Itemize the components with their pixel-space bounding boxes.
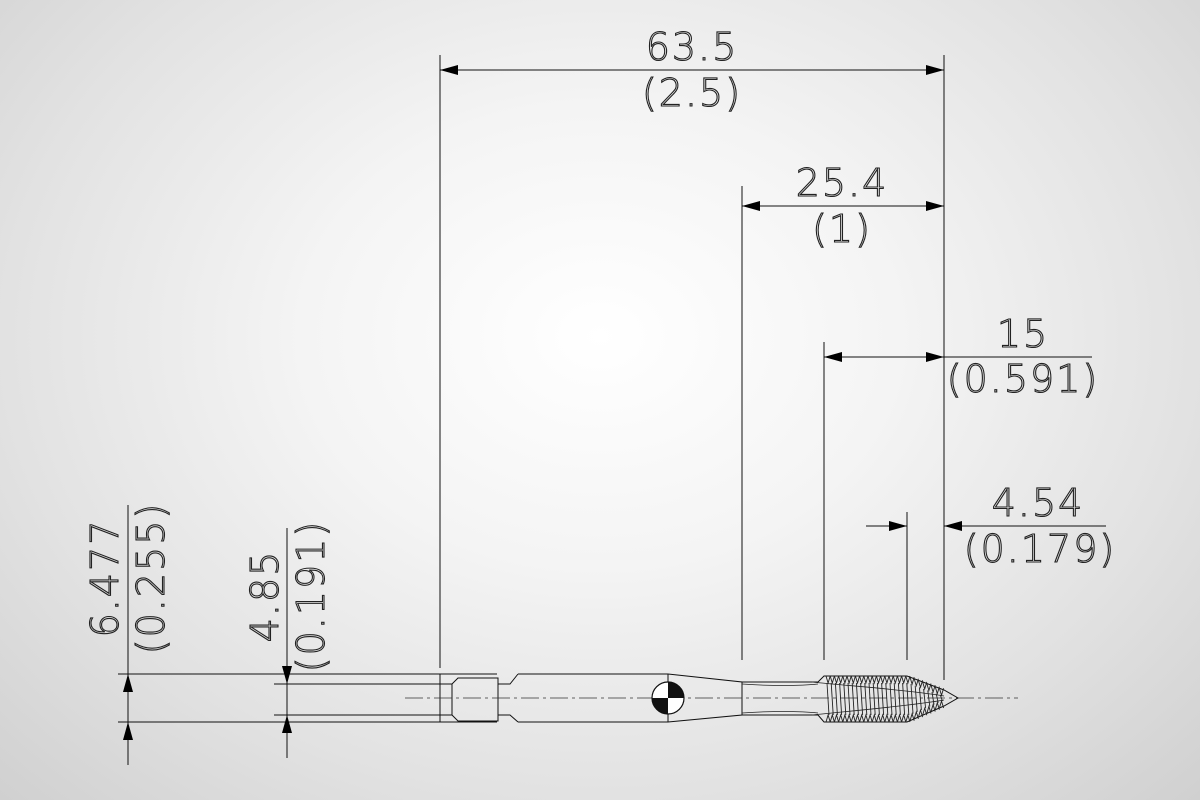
- square-size-inch: (0.191): [289, 520, 333, 672]
- flute-length-dimension: 15 (0.591): [824, 311, 1099, 402]
- chamfer-length-dimension: 4.54 (0.179): [866, 480, 1116, 572]
- shank-diameter-inch: (0.255): [129, 502, 173, 654]
- overall-length-dimension: 63.5 (2.5): [440, 24, 944, 116]
- thread-length-dimension: 25.4 (1): [742, 160, 944, 252]
- overall-length-mm: 63.5: [646, 25, 739, 69]
- extension-lines: [118, 55, 945, 723]
- center-mark-icon: [651, 681, 685, 715]
- thread-length-inch: (1): [812, 207, 872, 251]
- chamfer-length-inch: (0.179): [964, 527, 1116, 571]
- flute-length-inch: (0.591): [947, 357, 1099, 401]
- square-size-dimension: 4.85 (0.191): [242, 519, 334, 758]
- threaded-section: [811, 675, 960, 723]
- thread-teeth: [825, 675, 945, 723]
- shank-diameter-mm: 6.477: [83, 519, 127, 638]
- flute-length-mm: 15: [997, 312, 1049, 356]
- chamfer-length-mm: 4.54: [992, 481, 1085, 525]
- overall-length-inch: (2.5): [642, 71, 742, 115]
- thread-length-mm: 25.4: [796, 161, 889, 205]
- shank-diameter-dimension: 6.477 (0.255): [82, 501, 174, 765]
- tap-body: [405, 673, 1018, 723]
- square-size-mm: 4.85: [243, 550, 287, 643]
- square-drive: [440, 673, 519, 723]
